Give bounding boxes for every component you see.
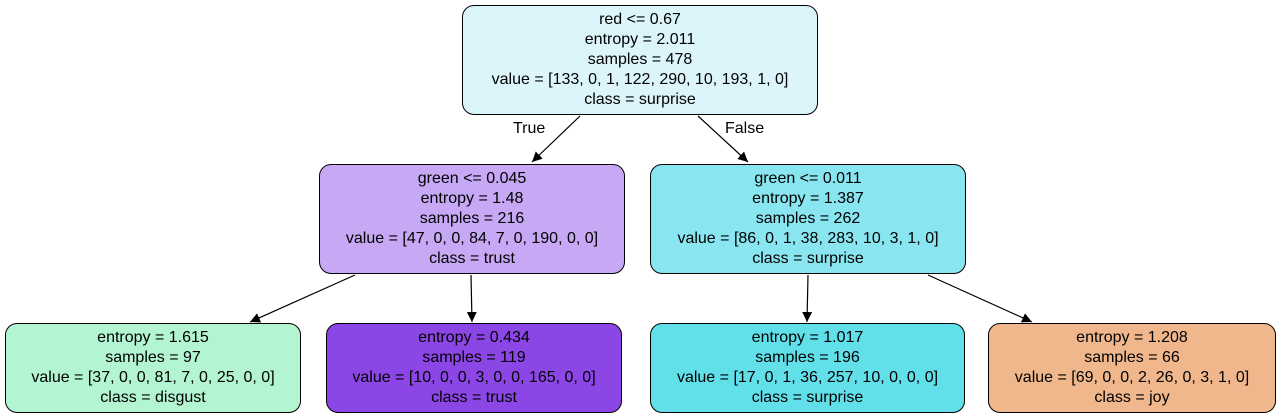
- node-entropy: entropy = 1.387: [752, 190, 864, 207]
- node-samples: samples = 216: [419, 210, 525, 227]
- node-value: value = [86, 0, 1, 38, 283, 10, 3, 1, 0]: [677, 230, 939, 247]
- node-class: class = joy: [1094, 389, 1170, 406]
- node-split-rule: red <= 0.67: [599, 11, 681, 28]
- node-value: value = [69, 0, 0, 2, 26, 0, 3, 1, 0]: [1014, 369, 1250, 386]
- edge-n1-n4: [466, 274, 477, 323]
- tree-node-right: green <= 0.011 entropy = 1.387 samples =…: [650, 164, 966, 274]
- tree-leaf-joy: entropy = 1.208 samples = 66 value = [69…: [988, 323, 1276, 413]
- node-class: class = surprise: [752, 250, 864, 267]
- tree-leaf-surprise: entropy = 1.017 samples = 196 value = [1…: [650, 323, 965, 413]
- node-class: class = trust: [429, 250, 515, 267]
- edge-n0-n1: [531, 115, 581, 163]
- node-samples: samples = 262: [755, 210, 861, 227]
- node-samples: samples = 66: [1084, 349, 1180, 366]
- tree-leaf-disgust: entropy = 1.615 samples = 97 value = [37…: [5, 323, 301, 413]
- edge-label-false: False: [725, 120, 765, 137]
- node-samples: samples = 196: [755, 349, 860, 366]
- node-entropy: entropy = 1.615: [97, 329, 209, 346]
- node-entropy: entropy = 1.017: [751, 329, 864, 346]
- node-entropy: entropy = 1.48: [420, 190, 524, 207]
- node-split-rule: green <= 0.011: [754, 170, 862, 187]
- edge-n2-n5: [802, 274, 813, 323]
- tree-node-root: red <= 0.67 entropy = 2.011 samples = 47…: [462, 5, 818, 115]
- node-value: value = [10, 0, 0, 3, 0, 0, 165, 0, 0]: [352, 369, 596, 386]
- node-samples: samples = 119: [422, 349, 526, 366]
- node-value: value = [47, 0, 0, 84, 7, 0, 190, 0, 0]: [345, 230, 599, 247]
- node-class: class = surprise: [751, 389, 864, 406]
- tree-leaf-trust: entropy = 0.434 samples = 119 value = [1…: [326, 323, 622, 413]
- node-entropy: entropy = 2.011: [584, 31, 696, 48]
- node-class: class = disgust: [100, 389, 206, 406]
- node-class: class = surprise: [584, 91, 696, 108]
- node-class: class = trust: [431, 389, 517, 406]
- node-value: value = [133, 0, 1, 122, 290, 10, 193, 1…: [491, 71, 789, 88]
- node-samples: samples = 478: [587, 51, 693, 68]
- tree-node-left: green <= 0.045 entropy = 1.48 samples = …: [319, 164, 625, 274]
- node-samples: samples = 97: [105, 349, 201, 366]
- node-entropy: entropy = 0.434: [418, 329, 530, 346]
- edge-n1-n3: [249, 274, 356, 323]
- node-entropy: entropy = 1.208: [1076, 329, 1188, 346]
- edge-n0-n2: [697, 115, 749, 163]
- node-value: value = [37, 0, 0, 81, 7, 0, 25, 0, 0]: [31, 369, 275, 386]
- node-split-rule: green <= 0.045: [417, 170, 527, 187]
- node-value: value = [17, 0, 1, 36, 257, 10, 0, 0, 0]: [676, 369, 939, 386]
- edge-label-true: True: [513, 120, 546, 137]
- edge-n2-n6: [927, 274, 1033, 323]
